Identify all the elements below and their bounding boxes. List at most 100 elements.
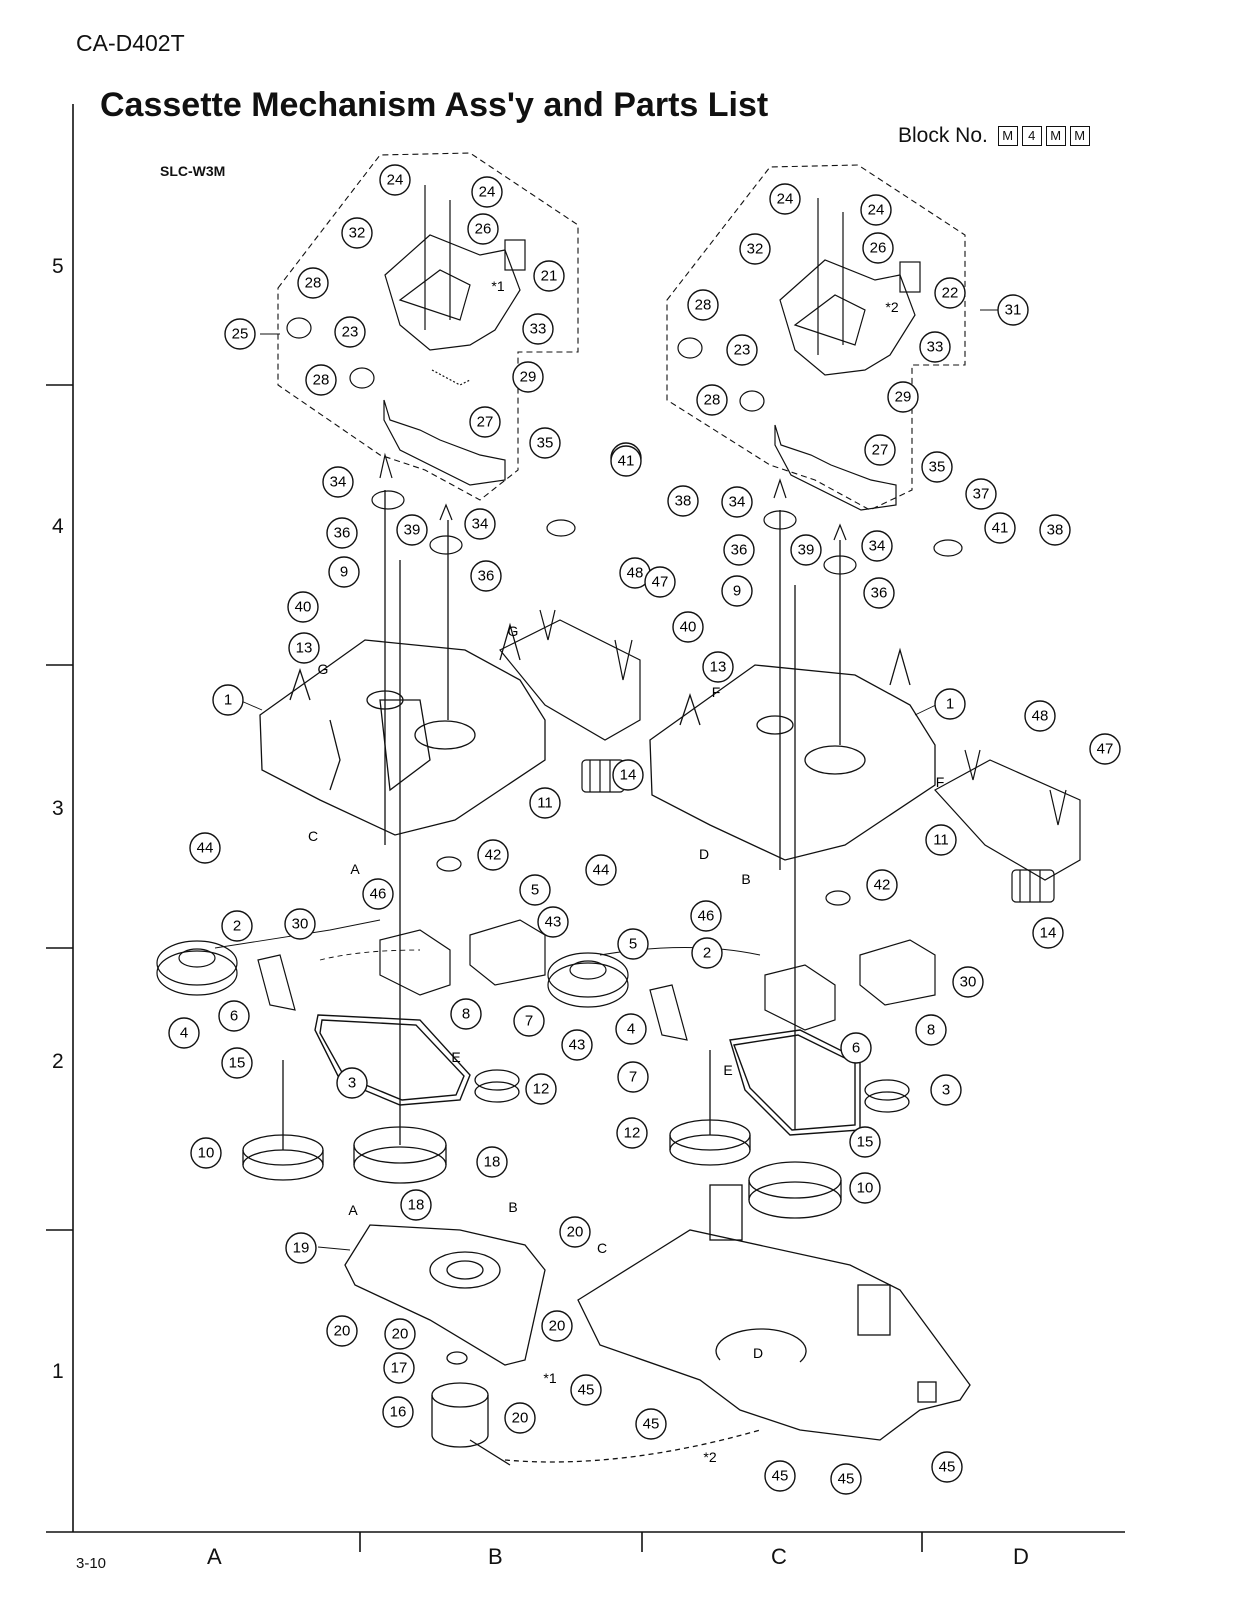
left-part-callout: 21 [533,260,565,292]
callout-circle [541,1310,573,1342]
callout-circle [396,514,428,546]
base-part-callout: 19 [285,1232,317,1264]
callout-circle [471,176,503,208]
callout-number: 8 [927,1022,935,1039]
left-part-callout: 30 [284,908,316,940]
callout-number: 21 [541,268,558,285]
reference-letter: G [318,661,329,677]
callout-number: 28 [313,372,330,389]
callout-number: 20 [549,1318,566,1335]
callout-number: 28 [305,275,322,292]
callout-circle [726,334,758,366]
flywheels [242,1050,910,1219]
callout-circle [334,316,366,348]
callout-circle [984,512,1016,544]
callout-number: 2 [703,945,711,962]
right-part-callout: 30 [952,966,984,998]
right-part-callout: 11 [925,824,957,856]
callout-number: 14 [620,767,637,784]
callout-number: 46 [698,908,715,925]
callout-number: 18 [484,1154,501,1171]
callout-circle [212,684,244,716]
reference-letter: B [741,871,750,887]
reference-letter: E [451,1049,460,1065]
callout-number: 34 [330,474,347,491]
left-part-callout: 1 [212,684,244,716]
right-part-callout: 10 [849,1172,881,1204]
callout-circle [189,832,221,864]
callout-circle [702,651,734,683]
left-part-callout: 42 [477,839,509,871]
callout-circle [362,878,394,910]
callout-circle [512,361,544,393]
right-part-callout: 28 [687,289,719,321]
block-code-1: M [997,126,1018,146]
left-part-callout: 5 [519,874,551,906]
left-part-callout: 46 [362,878,394,910]
right-chassis [649,510,936,1130]
base-part-callout: 45 [830,1463,862,1495]
callout-number: 40 [680,619,697,636]
callout-number: 13 [710,659,727,676]
right-part-callout: 43 [561,1029,593,1061]
left-chassis [259,490,546,1080]
callout-circle [667,485,699,517]
callout-layer: 2424322621282523332829273537413834363934… [168,164,1121,1495]
callout-number: 42 [485,847,502,864]
callout-circle [287,591,319,623]
callout-circle [840,1032,872,1064]
left-part-callout: 47 [644,566,676,598]
callout-circle [537,906,569,938]
callout-circle [617,1061,649,1093]
callout-circle [1024,700,1056,732]
callout-circle [467,213,499,245]
left-part-callout: 40 [287,591,319,623]
callout-number: 24 [777,191,794,208]
callout-circle [723,534,755,566]
right-part-callout: 36 [863,577,895,609]
page-frame [46,104,1125,1552]
right-part-callout: 24 [860,194,892,226]
page-number: 3-10 [76,1555,107,1572]
right-part-callout: 5 [617,928,649,960]
callout-number: 3 [348,1075,356,1092]
callout-number: 34 [869,538,886,555]
callout-circle [931,1451,963,1483]
reference-letter: D [699,846,709,862]
left-part-callout: 15 [221,1047,253,1079]
base-part-callout: 45 [931,1451,963,1483]
callout-circle [382,1396,414,1428]
callout-circle [687,289,719,321]
callout-number: 37 [973,486,990,503]
callout-circle [384,1318,416,1350]
callout-circle [1039,514,1071,546]
callout-circle [930,1074,962,1106]
callout-number: 24 [479,184,496,201]
callout-circle [221,910,253,942]
asterisk-label: *2 [703,1449,716,1465]
callout-circle [919,331,951,363]
callout-number: 44 [593,862,610,879]
right-part-callout: 1 [934,688,966,720]
base-part-callout: 18 [400,1189,432,1221]
left-part-callout: 34 [322,466,354,498]
callout-circle [341,217,373,249]
callout-number: 23 [734,342,751,359]
callout-circle [221,1047,253,1079]
callout-number: 24 [387,172,404,189]
left-part-callout: 14 [612,759,644,791]
callout-circle [529,427,561,459]
right-part-callout: 41 [984,512,1016,544]
callout-circle [525,1073,557,1105]
callout-number: 36 [731,542,748,559]
left-part-callout: 28 [305,364,337,396]
callout-number: 27 [872,442,889,459]
callout-number: 18 [408,1197,425,1214]
callout-number: 16 [390,1404,407,1421]
callout-circle [863,577,895,609]
motor-bracket [344,1224,546,1466]
base-part-callout: 20 [384,1318,416,1350]
callout-circle [383,1352,415,1384]
subassembly-outlines [277,152,966,511]
